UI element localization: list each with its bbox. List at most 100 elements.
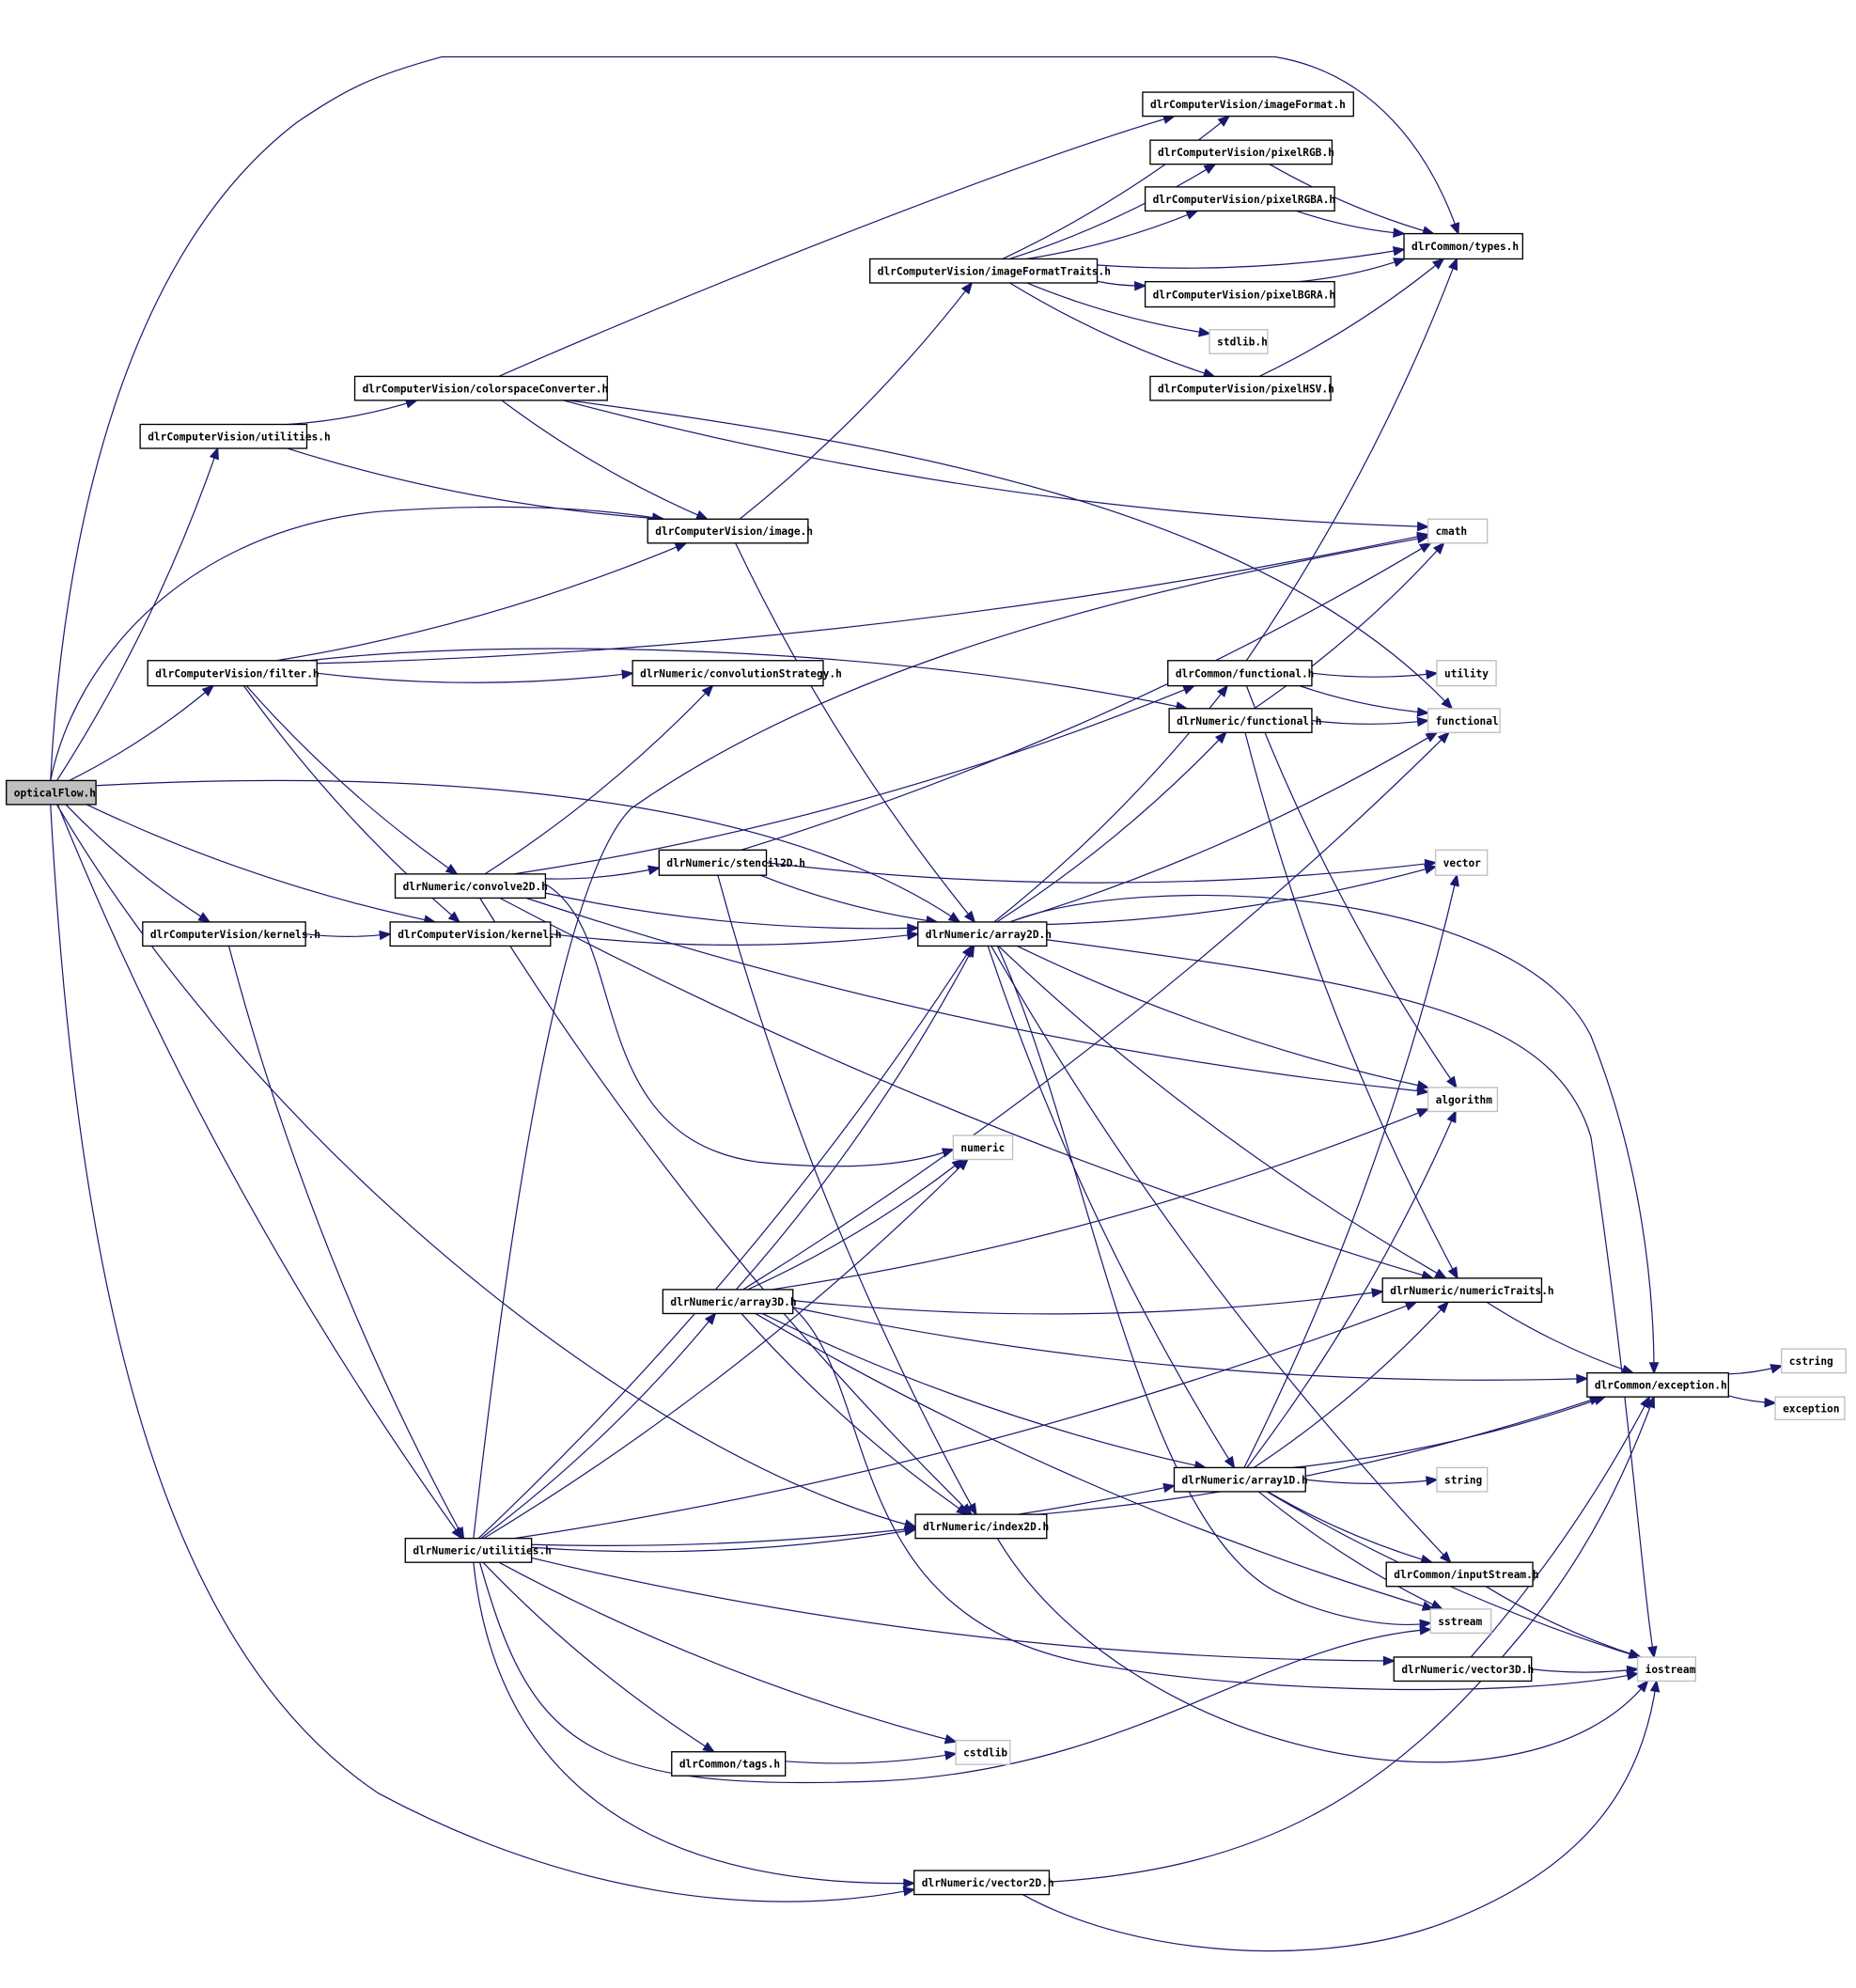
- edge-line: [1246, 1111, 1457, 1468]
- node-exceptionH[interactable]: dlrCommon/exception.h: [1586, 1371, 1729, 1398]
- edge-line: [1305, 1479, 1438, 1484]
- node-box: [404, 1537, 533, 1563]
- node-filter[interactable]: dlrComputerVision/filter.h: [147, 660, 320, 687]
- edge-vector3D-to-exceptionH: [1470, 1395, 1651, 1658]
- node-iostream[interactable]: iostream: [1636, 1656, 1697, 1683]
- arrowhead-icon: [941, 1148, 956, 1158]
- edge-array1D-to-inputStream: [1267, 1491, 1434, 1565]
- node-label: dlrComputerVision/image.h: [655, 525, 813, 538]
- node-opticalFlow[interactable]: opticalFlow.h: [6, 779, 97, 806]
- edge-line: [56, 447, 219, 781]
- node-vector[interactable]: vector: [1434, 849, 1489, 876]
- arrowhead-icon: [1449, 222, 1460, 236]
- node-cvUtilities[interactable]: dlrComputerVision/utilities.h: [139, 423, 331, 449]
- node-exception[interactable]: exception: [1774, 1396, 1846, 1421]
- node-kernel[interactable]: dlrComputerVision/kernel.h: [389, 921, 562, 947]
- node-cmath[interactable]: cmath: [1427, 518, 1489, 544]
- edge-line: [996, 731, 1227, 923]
- node-stencil2D[interactable]: dlrNumeric/stencil2D.h: [658, 849, 805, 876]
- node-pixelRGB[interactable]: dlrComputerVision/pixelRGB.h: [1149, 139, 1334, 165]
- node-label: dlrComputerVision/pixelHSV.h: [1158, 383, 1334, 395]
- arrowhead-icon: [1626, 1665, 1640, 1676]
- edge-line: [50, 506, 663, 781]
- arrowhead-icon: [1426, 669, 1439, 680]
- arrowhead-icon: [379, 930, 392, 941]
- arrowhead-icon: [454, 1526, 465, 1541]
- node-array2D[interactable]: dlrNumeric/array2D.h: [917, 921, 1052, 947]
- node-types[interactable]: dlrCommon/types.h: [1403, 232, 1523, 260]
- edge-line: [288, 399, 417, 426]
- node-numericFunctional[interactable]: dlrNumeric/functional.h: [1168, 708, 1321, 734]
- node-cstdlib[interactable]: cstdlib: [955, 1739, 1011, 1765]
- node-pixelBGRA[interactable]: dlrComputerVision/pixelBGRA.h: [1144, 280, 1336, 308]
- node-inputStream[interactable]: dlrCommon/inputStream.h: [1385, 1561, 1539, 1588]
- node-label: dlrComputerVision/pixelBGRA.h: [1153, 289, 1336, 301]
- node-string[interactable]: string: [1436, 1466, 1489, 1493]
- edge-line: [1269, 164, 1434, 235]
- node-commonFunctional[interactable]: dlrCommon/functional.h: [1167, 660, 1315, 687]
- edge-opticalFlow-to-vector2D: [50, 804, 916, 1902]
- edge-kernels-to-kernel: [305, 930, 392, 941]
- edge-line: [1026, 282, 1210, 335]
- node-cstring[interactable]: cstring: [1781, 1348, 1847, 1374]
- edge-line: [1254, 542, 1444, 710]
- node-numeric[interactable]: numeric: [952, 1135, 1014, 1161]
- node-convolutionStrategy[interactable]: dlrNumeric/convolutionStrategy.h: [632, 660, 842, 687]
- arrowhead-icon: [1134, 280, 1147, 291]
- arrowhead-icon: [1432, 541, 1445, 555]
- node-label: dlrNumeric/array2D.h: [926, 929, 1052, 941]
- node-array1D[interactable]: dlrNumeric/array1D.h: [1173, 1466, 1308, 1493]
- arrowhead-icon: [1216, 684, 1229, 697]
- edge-line: [792, 1291, 1383, 1315]
- node-array3D[interactable]: dlrNumeric/array3D.h: [662, 1289, 797, 1315]
- edge-array3D-to-functional: [742, 731, 1451, 1291]
- node-kernels[interactable]: dlrComputerVision/kernels.h: [142, 921, 320, 947]
- node-imageFormat[interactable]: dlrComputerVision/imageFormat.h: [1142, 91, 1354, 117]
- node-algorithm[interactable]: algorithm: [1427, 1087, 1499, 1113]
- node-stdlib[interactable]: stdlib.h: [1209, 329, 1269, 354]
- edge-array3D-to-sstream: [755, 1312, 1435, 1611]
- node-box: [1436, 1466, 1489, 1493]
- node-numericTraits[interactable]: dlrNumeric/numericTraits.h: [1381, 1277, 1554, 1304]
- node-numUtilities[interactable]: dlrNumeric/utilities.h: [404, 1537, 552, 1563]
- edge-pixelRGB-to-types: [1269, 164, 1436, 236]
- arrowhead-icon: [1629, 1649, 1643, 1659]
- edge-stencil2D-to-cmath: [741, 541, 1432, 851]
- edge-line: [1257, 1491, 1443, 1610]
- edge-line: [990, 946, 1452, 1563]
- node-functional[interactable]: functional: [1427, 708, 1501, 734]
- node-vector2D[interactable]: dlrNumeric/vector2D.h: [913, 1870, 1054, 1896]
- node-label: dlrNumeric/index2D.h: [923, 1521, 1049, 1533]
- node-box: [1774, 1396, 1846, 1421]
- edge-array1D-to-numericTraits: [1253, 1301, 1450, 1468]
- edge-line: [65, 804, 211, 923]
- arrowhead-icon: [1392, 245, 1406, 257]
- node-pixelHSV[interactable]: dlrComputerVision/pixelHSV.h: [1149, 375, 1334, 401]
- arrowhead-icon: [902, 1886, 916, 1897]
- node-sstream[interactable]: sstream: [1429, 1608, 1492, 1635]
- arrowhead-icon: [1419, 1619, 1433, 1630]
- node-pixelRGBA[interactable]: dlrComputerVision/pixelRGBA.h: [1144, 186, 1336, 212]
- edge-line: [998, 945, 1446, 1279]
- edge-filter-to-convolve2D: [245, 685, 459, 875]
- node-index2D[interactable]: dlrNumeric/index2D.h: [914, 1513, 1049, 1540]
- edge-numericTraits-to-exceptionH: [1486, 1301, 1635, 1374]
- edge-line: [525, 897, 1428, 1093]
- arrowhead-icon: [621, 669, 634, 680]
- node-tags[interactable]: dlrCommon/tags.h: [671, 1751, 787, 1777]
- edge-array2D-to-inputStream: [990, 946, 1452, 1564]
- node-label: dlrCommon/functional.h: [1176, 667, 1315, 680]
- node-imageFormatTraits[interactable]: dlrComputerVision/imageFormatTraits.h: [869, 258, 1111, 284]
- node-colorspaceConverter[interactable]: dlrComputerVision/colorspaceConverter.h: [353, 375, 609, 401]
- edge-line: [69, 685, 214, 781]
- edge-line: [501, 399, 708, 520]
- node-label: dlrNumeric/convolutionStrategy.h: [640, 667, 842, 680]
- edge-opticalFlow-to-filter: [69, 684, 215, 781]
- node-vector3D[interactable]: dlrNumeric/vector3D.h: [1393, 1656, 1534, 1683]
- node-image[interactable]: dlrComputerVision/image.h: [647, 518, 813, 544]
- node-box: [139, 423, 308, 449]
- node-convolve2D[interactable]: dlrNumeric/convolve2D.h: [394, 873, 548, 900]
- node-utility[interactable]: utility: [1436, 660, 1497, 687]
- edge-line: [275, 542, 687, 662]
- arrowhead-icon: [1162, 1482, 1177, 1494]
